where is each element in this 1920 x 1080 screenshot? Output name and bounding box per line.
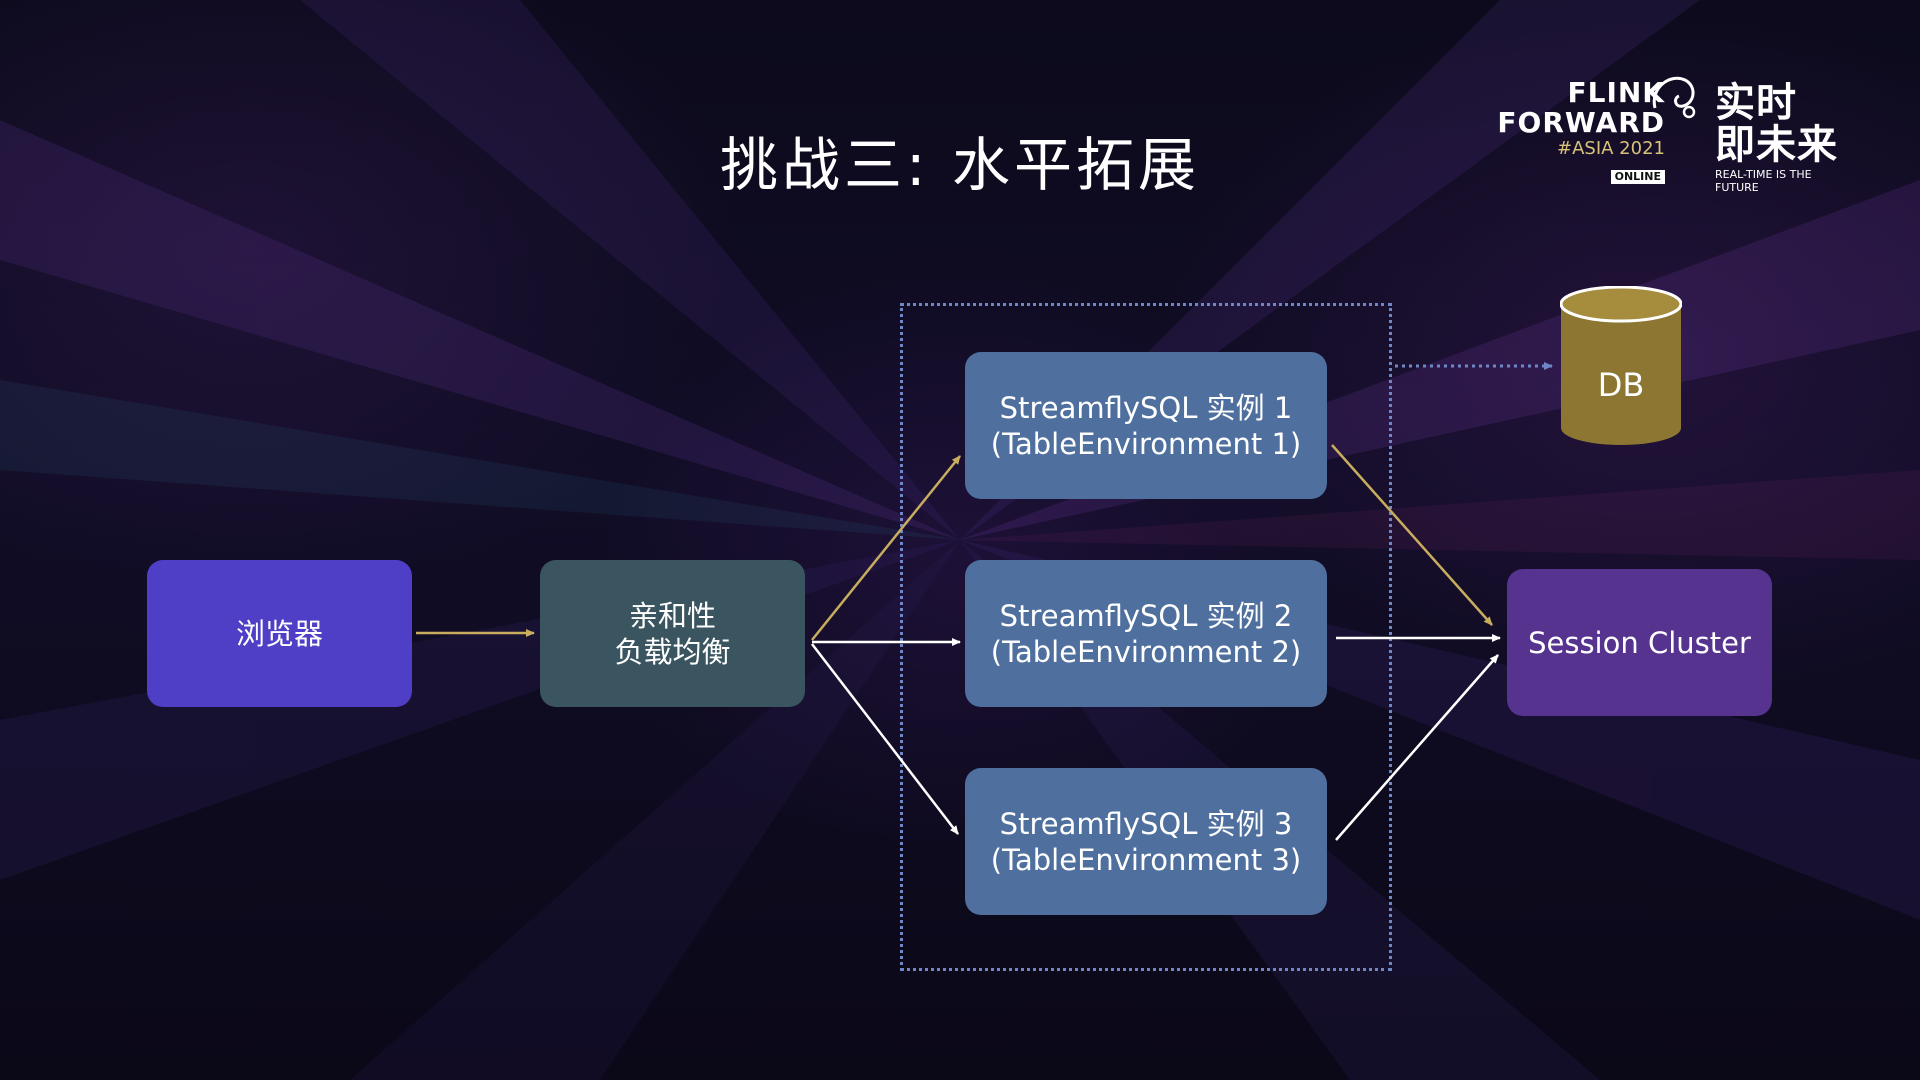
instance2-subtitle: (TableEnvironment 2) xyxy=(990,634,1302,669)
instance1-title: StreamflySQL 实例 1 xyxy=(999,390,1293,425)
session-cluster-node: Session Cluster xyxy=(1507,569,1772,716)
arrow-instance3-to-session xyxy=(1335,654,1499,841)
logo-cn-line1: 实时 xyxy=(1715,80,1797,126)
streamflysql-instance-2: StreamflySQL 实例 2 (TableEnvironment 2) xyxy=(965,560,1327,707)
logo-online-badge: ONLINE xyxy=(1610,170,1665,184)
logo-tagline: REAL-TIME IS THE FUTURE xyxy=(1715,168,1812,194)
arrow-lb-to-instance3 xyxy=(811,643,959,835)
load-balancer-node: 亲和性 负载均衡 xyxy=(540,560,805,707)
instance3-subtitle: (TableEnvironment 3) xyxy=(990,842,1302,877)
streamflysql-instance-3: StreamflySQL 实例 3 (TableEnvironment 3) xyxy=(965,768,1327,915)
browser-node: 浏览器 xyxy=(147,560,412,707)
session-cluster-label: Session Cluster xyxy=(1528,625,1751,660)
logo-cn: 实时 即未来 xyxy=(1715,82,1838,166)
slide-title: 挑战三: 水平拓展 xyxy=(720,131,1200,199)
instance2-title: StreamflySQL 实例 2 xyxy=(999,598,1293,633)
logo-line3: #ASIA 2021 xyxy=(1557,138,1665,159)
logo-line2: FORWARD xyxy=(1497,106,1665,139)
load-balancer-line1: 亲和性 xyxy=(628,598,716,633)
database-icon xyxy=(1560,286,1682,445)
instance3-title: StreamflySQL 实例 3 xyxy=(999,806,1293,841)
squirrel-icon xyxy=(1652,76,1696,119)
arrow-lb-to-instance1 xyxy=(811,455,961,641)
arrow-instance1-to-session xyxy=(1331,444,1493,626)
streamflysql-instance-1: StreamflySQL 实例 1 (TableEnvironment 1) xyxy=(965,352,1327,499)
logo-line1: FLINK xyxy=(1567,76,1665,109)
flink-forward-logo: FLINK FORWARD #ASIA 2021 ONLINE 实时 即未来 R… xyxy=(1497,76,1845,194)
instance1-subtitle: (TableEnvironment 1) xyxy=(990,426,1302,461)
db-label: DB xyxy=(1597,366,1645,404)
browser-label: 浏览器 xyxy=(235,616,323,651)
logo-text: FLINK FORWARD #ASIA 2021 ONLINE xyxy=(1497,78,1665,190)
load-balancer-line2: 负载均衡 xyxy=(614,634,731,669)
logo-cn-line2: 即未来 xyxy=(1715,122,1838,168)
